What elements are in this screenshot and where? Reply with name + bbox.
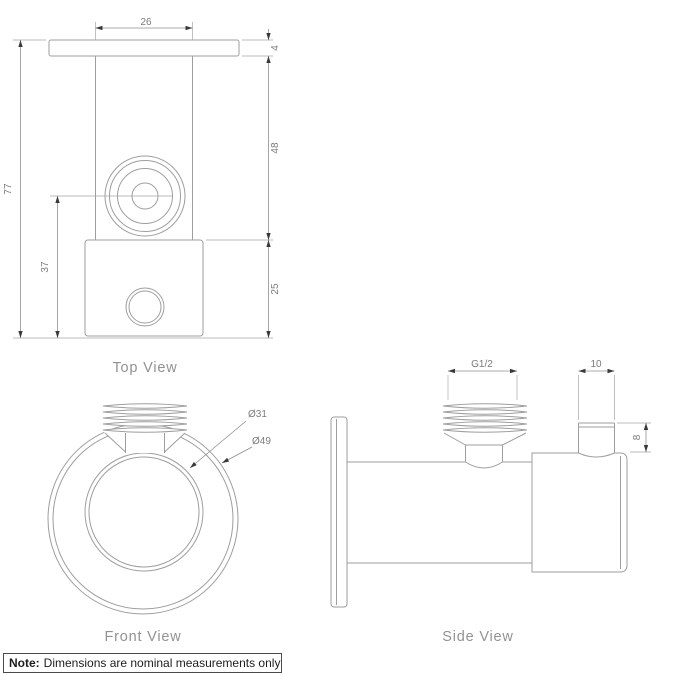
top-view: 26 77 37 4 48 25 Top View (3, 17, 281, 376)
top-view-wall-plate (48, 39, 240, 57)
top-view-valve-body (84, 239, 204, 337)
dim-spout-center-height-label: 37 (40, 261, 51, 273)
dim-thread-size-label: G1/2 (471, 359, 493, 370)
side-view-wall-flange (330, 416, 348, 608)
top-view-caption: Top View (113, 360, 178, 376)
side-view-outlet-cylinder (578, 422, 615, 458)
dim-flange-diameter-label: Ø49 (252, 436, 271, 447)
top-view-knob-circles (125, 287, 165, 327)
front-view: Ø31 Ø49 Front View (47, 403, 271, 645)
note-box: Note:Dimensions are nominal measurements… (3, 653, 282, 673)
dim-body-lower-height-label: 25 (270, 283, 281, 295)
dim-spout-diameter-label: 10 (590, 359, 602, 370)
dim-plate-width-label: 26 (140, 17, 152, 28)
dim-body-upper-height-label: 48 (270, 142, 281, 154)
note-label: Note: (9, 656, 40, 670)
dim-plate-thickness-label: 4 (270, 45, 281, 51)
dim-inner-diameter-label: Ø31 (248, 409, 267, 420)
side-view-valve-body (531, 452, 628, 573)
front-view-caption: Front View (104, 629, 181, 645)
side-view: G1/2 10 8 Side View (330, 359, 651, 645)
side-view-thread (442, 403, 528, 433)
side-view-caption: Side View (442, 629, 513, 645)
dim-spout-length-label: 8 (632, 434, 643, 440)
dim-total-height-label: 77 (3, 183, 14, 195)
note-text: Dimensions are nominal measurements only (43, 656, 281, 670)
